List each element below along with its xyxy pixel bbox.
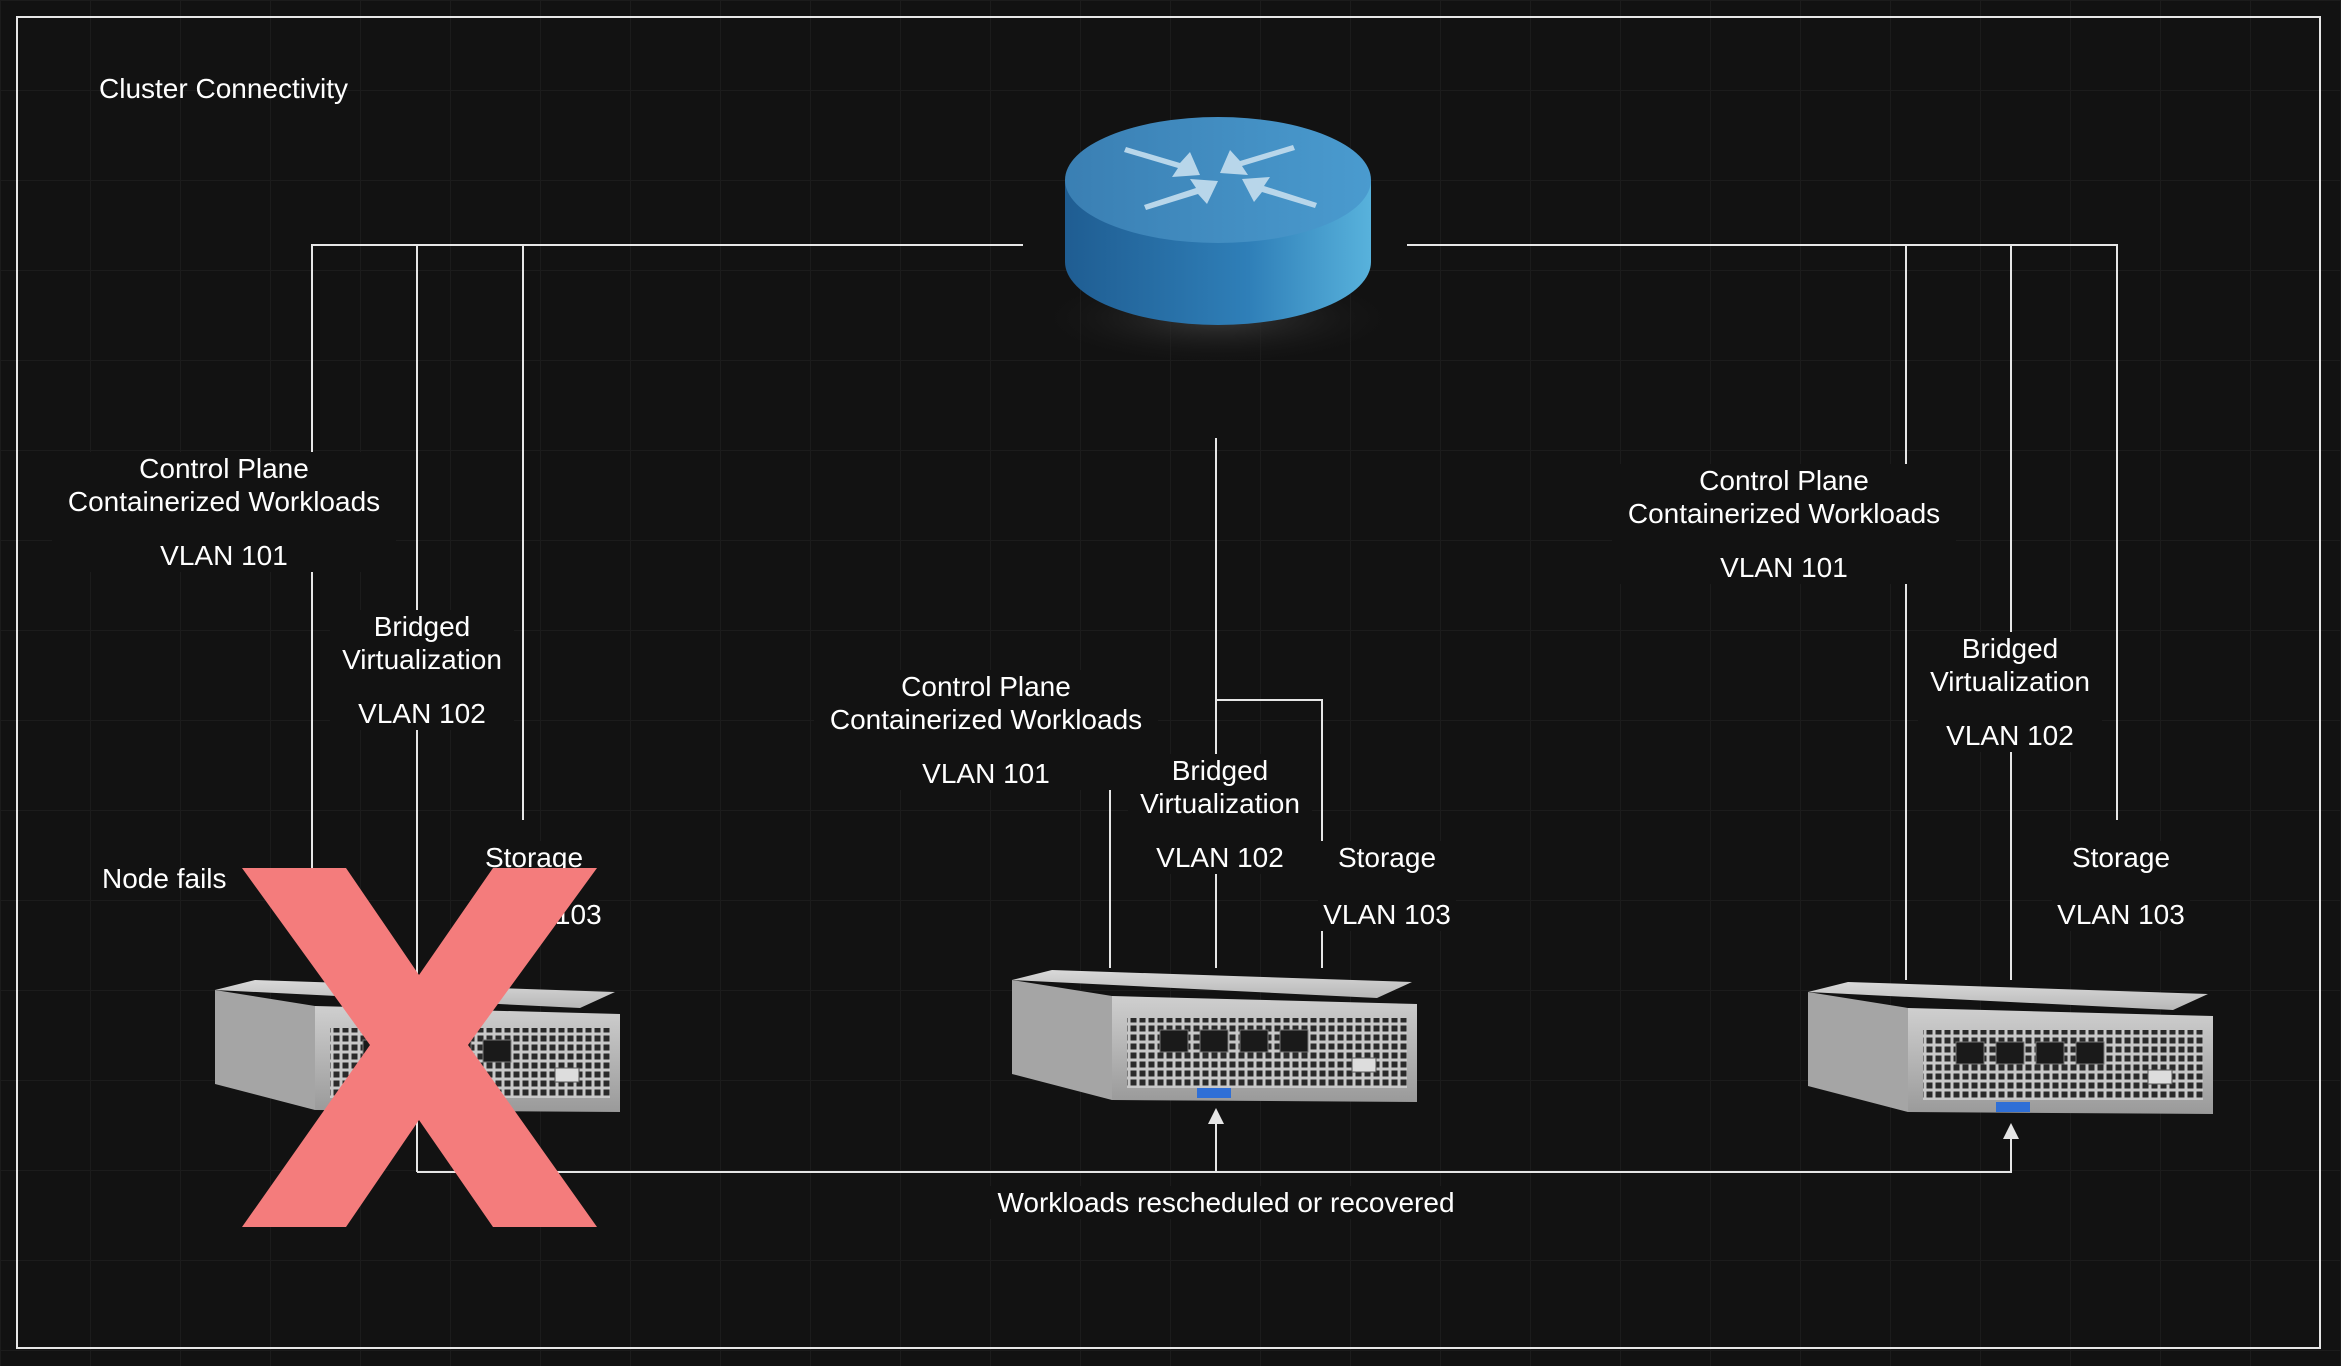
node1-storage-vlan: VLAN 103: [474, 899, 602, 930]
node-fails-label: Node fails: [102, 863, 227, 894]
arrow-head-right: [2003, 1123, 2019, 1139]
node2-bridged-line2: Virtualization: [1140, 788, 1300, 819]
node1-control-line2: Containerized Workloads: [67, 486, 381, 517]
node1-storage-line1: Storage: [484, 842, 584, 873]
node3-control-label: Control Plane Containerized Workloads VL…: [1612, 464, 1956, 584]
node1-bridged-line2: Virtualization: [342, 644, 502, 675]
node1-control-line1: Control Plane: [139, 453, 309, 484]
router-icon[interactable]: [1033, 117, 1403, 366]
node3-control-vlan: VLAN 101: [1720, 552, 1848, 583]
arrow-head-center: [1208, 1108, 1224, 1124]
recovery-path: [417, 1130, 2012, 1173]
server-node-3[interactable]: [1808, 982, 2213, 1114]
server-node-2[interactable]: [1012, 970, 1417, 1102]
node2-storage-line1: Storage: [1337, 842, 1437, 873]
node2-bridged-line1: Bridged: [1171, 755, 1269, 786]
node2-bridged-label: Bridged Virtualization VLAN 102: [1128, 754, 1312, 874]
node3-bridged-label: Bridged Virtualization VLAN 102: [1918, 632, 2102, 752]
node1-control-vlan: VLAN 101: [160, 540, 288, 571]
node3-bridged-vlan: VLAN 102: [1946, 720, 2074, 751]
server-node-1[interactable]: [215, 980, 620, 1112]
node3-bridged-line2: Virtualization: [1930, 666, 2090, 697]
node3-storage-vlan: VLAN 103: [2057, 899, 2185, 930]
link-left-control: [311, 244, 1023, 870]
node2-control-vlan: VLAN 101: [922, 758, 1050, 789]
node3-storage-line1: Storage: [2071, 842, 2171, 873]
node1-control-label: Control Plane Containerized Workloads VL…: [52, 452, 396, 572]
node2-storage-vlan: VLAN 103: [1323, 899, 1451, 930]
node2-bridged-vlan: VLAN 102: [1156, 842, 1284, 873]
node1-bridged-label: Bridged Virtualization VLAN 102: [330, 610, 514, 730]
link-lines: [311, 244, 2118, 1173]
node3-control-line1: Control Plane: [1699, 465, 1869, 496]
recovery-label: Workloads rescheduled or recovered: [984, 1186, 1468, 1219]
link-right-storage: [1407, 244, 2118, 820]
diagram-title: Cluster Connectivity: [99, 73, 348, 104]
node3-storage-label: Storage VLAN 103: [2052, 841, 2190, 931]
node2-storage-label: Storage VLAN 103: [1318, 841, 1456, 931]
node2-control-label: Control Plane Containerized Workloads VL…: [814, 670, 1158, 790]
node1-bridged-vlan: VLAN 102: [358, 698, 486, 729]
node1-bridged-line1: Bridged: [373, 611, 471, 642]
node3-control-line2: Containerized Workloads: [1627, 498, 1941, 529]
node2-control-line1: Control Plane: [901, 671, 1071, 702]
diagram-frame: [16, 16, 2321, 1349]
node1-storage-label: Storage VLAN 103: [470, 841, 602, 931]
node2-control-line2: Containerized Workloads: [829, 704, 1143, 735]
node3-bridged-line1: Bridged: [1961, 633, 2059, 664]
